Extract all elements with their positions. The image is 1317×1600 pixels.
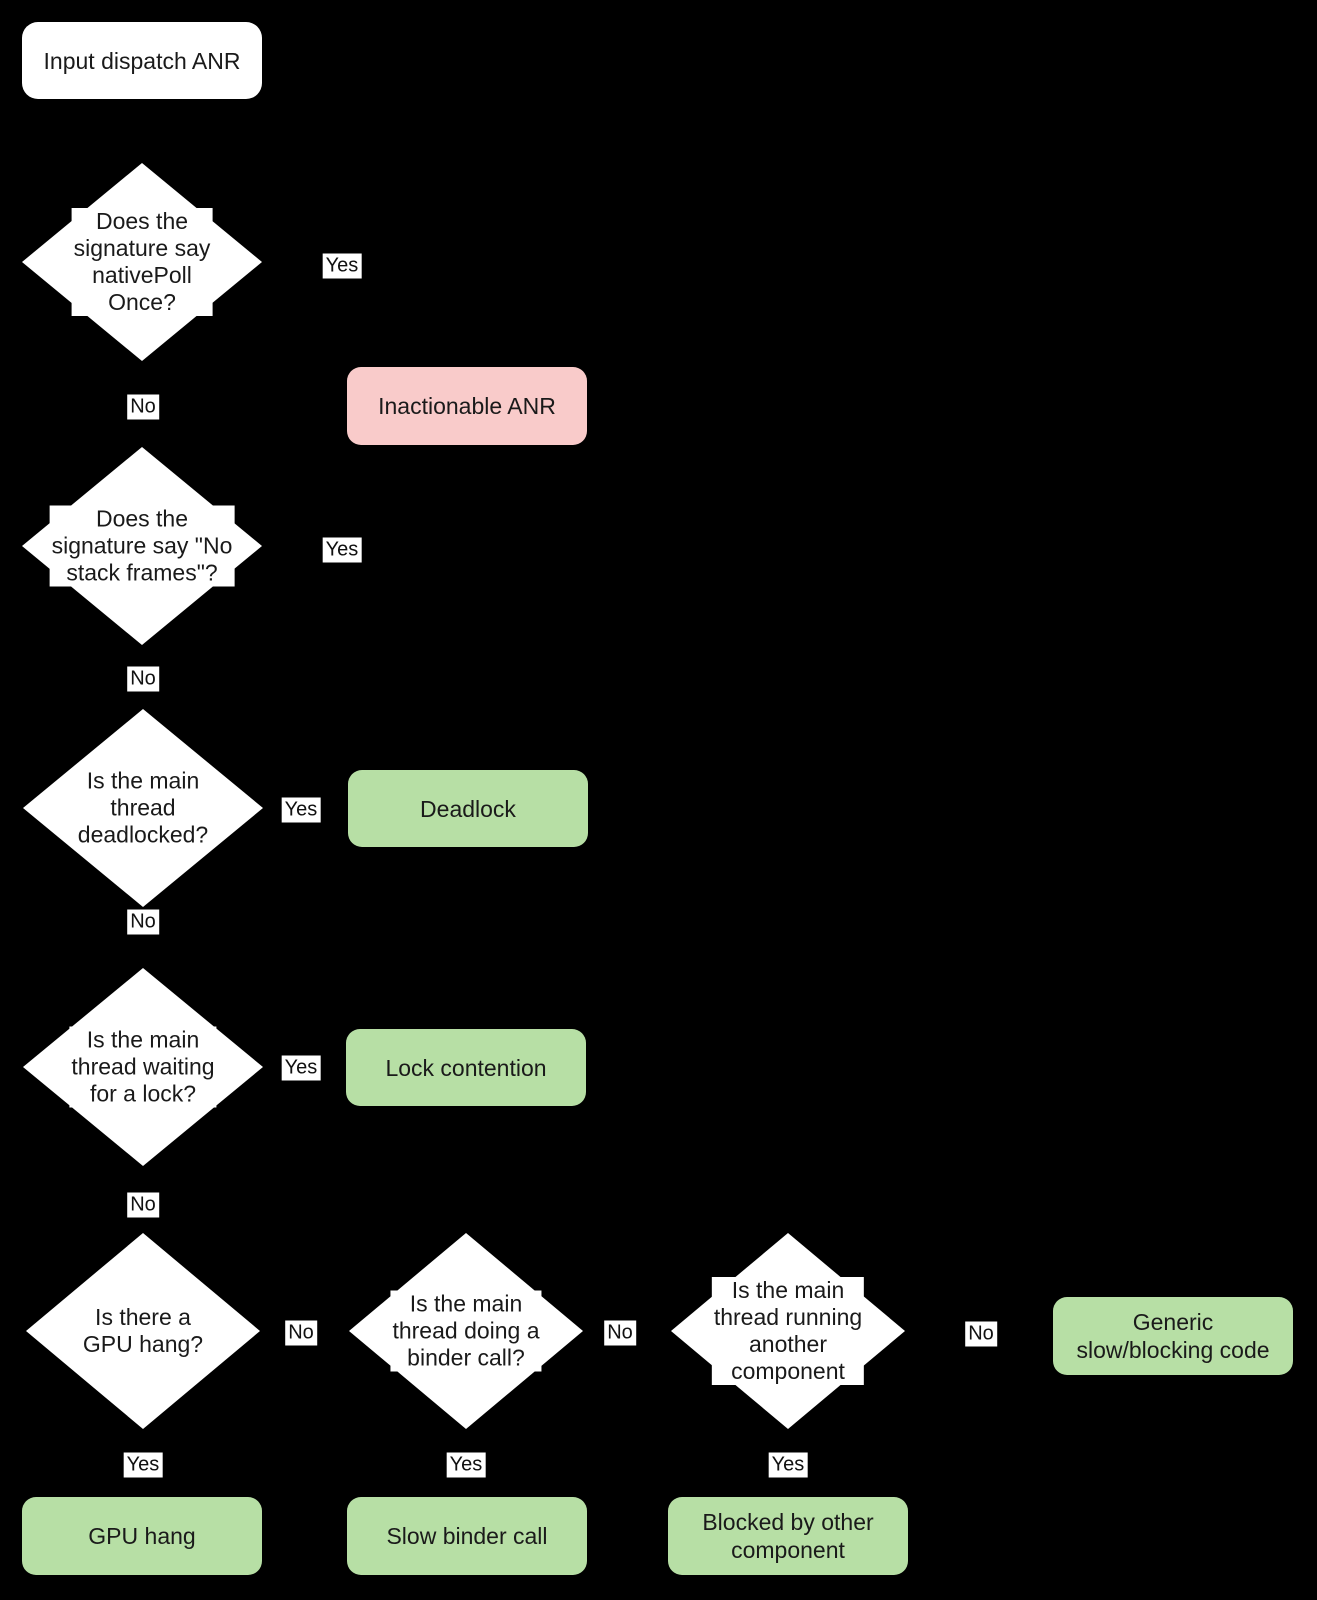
edge-label-yes-deadlocked: Yes xyxy=(281,797,321,823)
decision-no-stack-frames-label: Does the signature say "No stack frames"… xyxy=(49,505,235,587)
outcome-lock-contention: Lock contention xyxy=(346,1029,586,1106)
outcome-inactionable-anr: Inactionable ANR xyxy=(347,367,587,445)
outcome-gpu-hang: GPU hang xyxy=(22,1497,262,1575)
decision-native-poll-label: Does the signature say nativePoll Once? xyxy=(71,208,213,316)
edge-label-yes-binder-call: Yes xyxy=(446,1452,486,1478)
outcome-blocked-by-other-component: Blocked by other component xyxy=(668,1497,908,1575)
edge-label-no-lock-wait: No xyxy=(127,1192,159,1218)
start-node-input-dispatch-anr: Input dispatch ANR xyxy=(22,22,262,99)
edge-label-no-native-poll: No xyxy=(127,394,159,420)
decision-gpu-hang-label: Is there a GPU hang? xyxy=(80,1304,206,1358)
edge-label-yes-other-component: Yes xyxy=(768,1452,808,1478)
edge-label-no-binder-call: No xyxy=(604,1320,636,1346)
edge-label-yes-lock-wait: Yes xyxy=(281,1055,321,1081)
edge-label-no-deadlocked: No xyxy=(127,909,159,935)
edge-label-no-other-component: No xyxy=(965,1321,997,1347)
outcome-deadlock: Deadlock xyxy=(348,770,588,847)
edge-label-no-no-stack-frames: No xyxy=(127,666,159,692)
decision-lock-wait-label: Is the main thread waiting for a lock? xyxy=(69,1026,217,1108)
edge-label-yes-gpu-hang: Yes xyxy=(123,1452,163,1478)
edge-label-yes-no-stack-frames: Yes xyxy=(322,537,362,563)
outcome-slow-binder-call: Slow binder call xyxy=(347,1497,587,1575)
edge-label-yes-native-poll: Yes xyxy=(322,253,362,279)
decision-deadlocked-label: Is the main thread deadlocked? xyxy=(75,767,211,849)
decision-other-component-label: Is the main thread running another compo… xyxy=(711,1277,865,1385)
decision-binder-call-label: Is the main thread doing a binder call? xyxy=(390,1290,542,1372)
outcome-generic-slow-blocking: Generic slow/blocking code xyxy=(1053,1297,1293,1375)
edge-label-no-gpu-hang: No xyxy=(285,1320,317,1346)
